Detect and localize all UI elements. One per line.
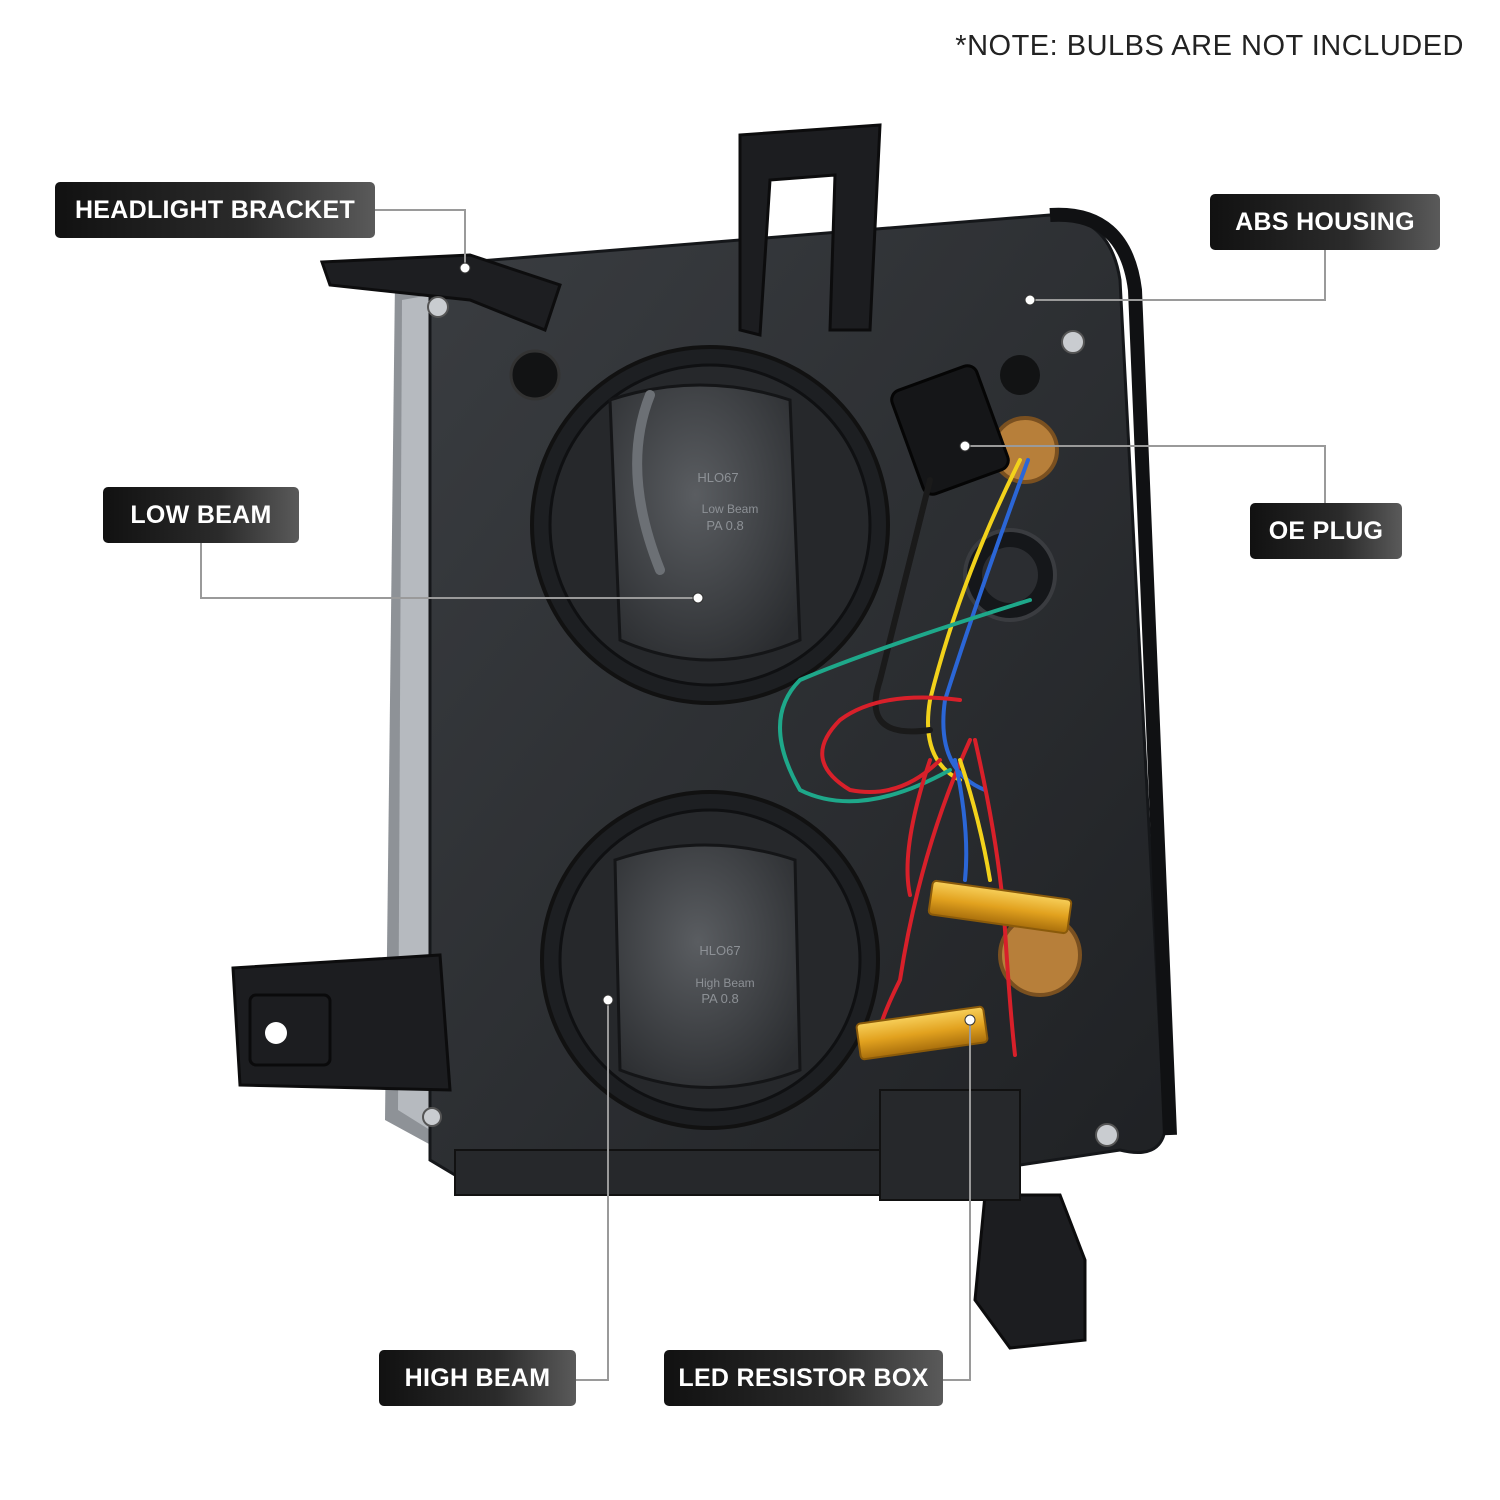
low-beam-cap: HLO67 Low Beam PA 0.8 [530, 345, 890, 705]
low-beam-spec-text: PA 0.8 [706, 518, 743, 533]
low-beam-model-text: HLO67 [697, 470, 738, 485]
high-beam-spec-text: PA 0.8 [701, 991, 738, 1006]
high-beam-cap: HLO67 High Beam PA 0.8 [540, 790, 880, 1130]
housing-screws [422, 296, 1119, 1147]
led-resistor-lower [855, 1005, 989, 1061]
led-resistor-box-label: LED RESISTOR BOX [664, 1350, 943, 1406]
headlight-bracket [319, 253, 562, 332]
abs-housing-label: ABS HOUSING [1210, 194, 1440, 250]
oe-plug-connector [890, 364, 1010, 496]
lower-mount-tab [231, 953, 452, 1092]
low-beam-label: LOW BEAM [103, 487, 299, 543]
lower-foot-bracket [973, 1193, 1087, 1350]
bulb-sockets [509, 349, 1082, 997]
callout-dots [459, 262, 1036, 1026]
bottom-ribs [454, 1089, 1021, 1201]
housing-rim [1049, 207, 1177, 1136]
callout-leader-lines [200, 209, 1326, 1381]
top-mount-bracket [738, 123, 882, 337]
headlight-bracket-label: HEADLIGHT BRACKET [55, 182, 375, 238]
oe-plug-label: OE PLUG [1250, 503, 1402, 559]
bulbs-note: *NOTE: BULBS ARE NOT INCLUDED [955, 30, 1464, 62]
high-beam-label: HIGH BEAM [379, 1350, 576, 1406]
high-beam-name-text: High Beam [695, 976, 754, 990]
high-beam-model-text: HLO67 [699, 943, 740, 958]
low-beam-name-text: Low Beam [702, 502, 759, 516]
chrome-side-strip [385, 270, 440, 1150]
led-resistor-upper [927, 879, 1073, 935]
